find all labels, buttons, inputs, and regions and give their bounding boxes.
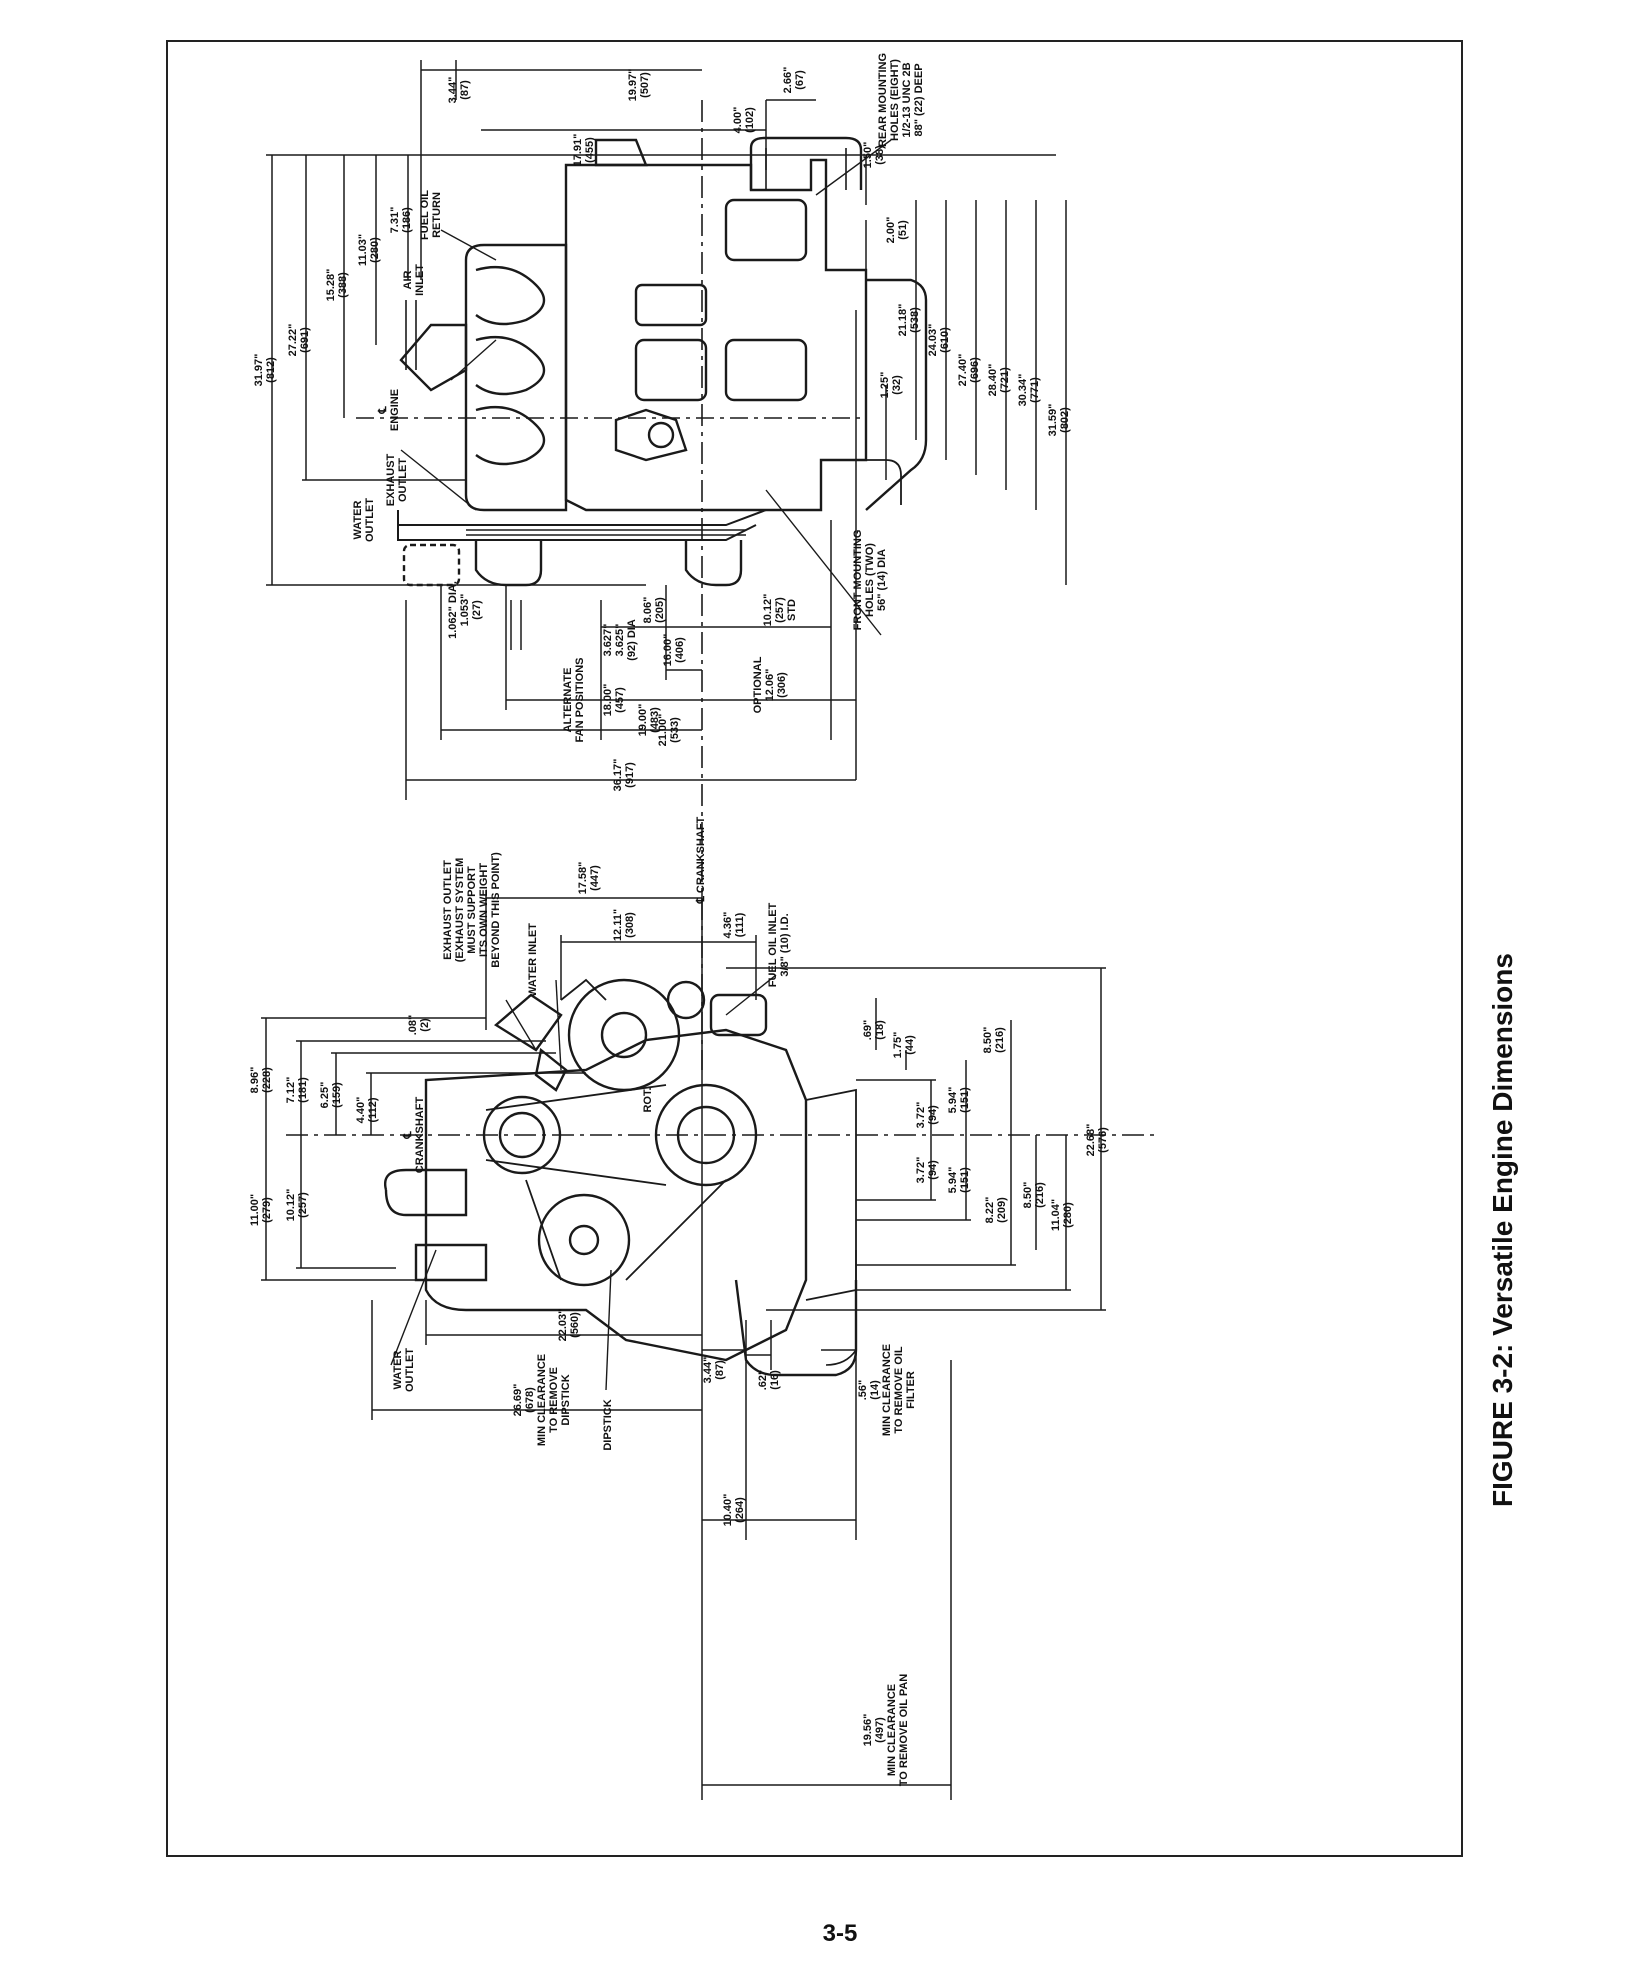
- front-exhaust-outlet-note: EXHAUST OUTLET(EXHAUST SYSTEMMUST SUPPOR…: [442, 852, 502, 968]
- front-right-dim-1: 1.75"(44): [892, 1032, 916, 1059]
- side-water-outlet: WATEROUTLET: [352, 498, 376, 542]
- front-water-inlet: WATER INLET: [527, 923, 539, 997]
- front-right-dim-5: 22.68"(576): [1085, 1124, 1109, 1157]
- front-left-dim-3: 4.40"(112): [355, 1097, 379, 1124]
- front-right-dim-4: 5.94"(151): [947, 1087, 971, 1114]
- side-right-dim-6: 30.34"(771): [1017, 374, 1041, 407]
- front-top-dim-0: 17.58"(447): [577, 862, 601, 895]
- side-rear-mounting: REAR MOUNTINGHOLES (EIGHT)1/2-13 UNC 2B8…: [877, 53, 925, 147]
- side-fan-dia: 1.062" DIA.1.053"(27): [447, 581, 483, 639]
- side-optional-dim: OPTIONAL12.06"(306): [752, 656, 788, 713]
- side-front-mounting: FRONT MOUNTINGHOLES (TWO)56" (14) DIA: [852, 530, 888, 631]
- engine-dimension-drawing: 3.44"(87) 19.97"(507) 17.91"(455) 4.00"(102…: [249, 53, 1156, 1800]
- front-bottom-dim-2: 3.44"(87): [702, 1357, 726, 1384]
- front-right-dim-0: .69"(18): [862, 1020, 886, 1041]
- front-bottom-dim-1: 26.69"(678)MIN CLEARANCETO REMOVEDIPSTIC…: [512, 1354, 572, 1446]
- side-left-dim-3: 11.03"(280): [357, 234, 381, 266]
- front-top-dim-1: 12.11"(308): [612, 909, 636, 941]
- side-crankshaft-cl: ℄ CRANKSHAFT: [695, 816, 707, 904]
- side-top-dim-0: 3.44"(87): [447, 77, 471, 104]
- side-bottom-dim-2: 3.627"3.625"(92) DIA: [602, 619, 638, 661]
- front-right-dim-10: 11.04"(280): [1050, 1199, 1074, 1231]
- side-left-dim-4: 7.31"(186): [389, 207, 413, 234]
- front-top-dim-2: 4.36"(111): [722, 912, 746, 939]
- front-bottom-dim-6: 19.56"(497)MIN CLEARANCETO REMOVE OIL PA…: [862, 1674, 910, 1787]
- front-dipstick: DIPSTICK: [602, 1399, 614, 1450]
- side-bottom-dim-1: 10.12"(257)STD: [762, 594, 798, 627]
- front-right-dim-7: 5.94"(151): [947, 1167, 971, 1194]
- front-left-dim-2: 6.25"(159): [319, 1082, 343, 1109]
- front-right-dim-8: 8.22"(209): [984, 1197, 1008, 1224]
- side-right-dim-4: 27.40"(696): [957, 354, 981, 387]
- side-top-dim-2: 17.91"(455): [572, 134, 596, 167]
- side-bottom-dim-0: 8.06"(205): [642, 597, 666, 624]
- side-exhaust-outlet: EXHAUSTOUTLET: [385, 453, 409, 506]
- figure-frame: [166, 40, 1463, 1857]
- engine-linework: [261, 60, 1156, 1800]
- front-water-outlet: WATEROUTLET: [392, 1348, 416, 1392]
- side-top-dim-4: 2.66"(67): [782, 67, 806, 94]
- side-air-inlet: AIRINLET: [402, 264, 426, 296]
- front-bottom-dim-4: .56"(14)MIN CLEARANCETO REMOVE OILFILTER: [857, 1344, 917, 1436]
- side-bottom-dim-7: 36.17"(917): [612, 759, 636, 792]
- front-left-dim-4: .08"(2): [407, 1015, 431, 1036]
- side-left-dim-0: 31.97"(812): [253, 354, 277, 387]
- side-bottom-dim-3: 16.00"(406): [662, 634, 686, 667]
- side-bottom-dim-6: 21.00"(533): [657, 714, 681, 747]
- side-right-dim-2: 21.18"(538): [897, 304, 921, 337]
- front-crankshaft-label: ℄CRANKSHAFT: [402, 1097, 426, 1174]
- front-right-dim-2: 8.50"(216): [982, 1027, 1006, 1054]
- figure-caption: FIGURE 3-2: Versatile Engine Dimensions: [1487, 953, 1518, 1507]
- side-fuel-oil-return: FUEL OILRETURN: [419, 190, 443, 240]
- front-left-dim-5: 11.00"(279): [249, 1194, 273, 1226]
- side-bottom-dim-5: 19.00"(483): [637, 704, 661, 737]
- side-engine-cl: ℄ENGINE: [377, 389, 401, 431]
- front-bottom-dim-5: 10.40"(264): [722, 1494, 746, 1527]
- side-top-dim-1: 19.97"(507): [627, 69, 651, 102]
- dimension-labels: 3.44"(87) 19.97"(507) 17.91"(455) 4.00"(102…: [249, 53, 1109, 1786]
- front-bottom-dim-3: .62"(16): [757, 1370, 781, 1391]
- page-number: 3-5: [822, 1920, 858, 1947]
- front-fuel-oil-inlet: FUEL OIL INLET3/8" (10) I.D.: [767, 902, 791, 987]
- side-top-dim-3: 4.00"(102): [732, 107, 756, 134]
- front-right-dim-3: 3.72"(94): [915, 1102, 939, 1129]
- front-left-dim-6: 10.12"(257): [285, 1189, 309, 1222]
- front-rot-label: ROT.: [642, 1087, 654, 1112]
- side-right-dim-3: 24.03"(610): [927, 324, 951, 357]
- side-bottom-dim-4: 18.00"(457): [602, 684, 626, 717]
- side-right-dim-0: 1.50"(38): [862, 142, 886, 169]
- side-left-dim-2: 15.28"(388): [325, 269, 349, 302]
- side-right-dim-1: 2.00"(51): [885, 217, 909, 244]
- front-right-dim-9: 8.50"(216): [1022, 1182, 1046, 1209]
- side-left-dim-1: 27.22"(691): [287, 324, 311, 357]
- front-left-dim-0: 8.96"(228): [249, 1067, 273, 1094]
- front-bottom-dim-0: 22.03"(560): [557, 1309, 581, 1342]
- front-right-dim-6: 3.72"(94): [915, 1157, 939, 1184]
- side-right-dim-7: 31.59"(802): [1047, 404, 1071, 437]
- side-alternate-fan: ALTERNATEFAN POSITIONS: [562, 658, 586, 743]
- side-right-dim-5: 28.40"(721): [987, 364, 1011, 397]
- front-left-dim-1: 7.12"(181): [285, 1077, 309, 1104]
- side-right-dim-8: 1.25"(32): [879, 372, 903, 399]
